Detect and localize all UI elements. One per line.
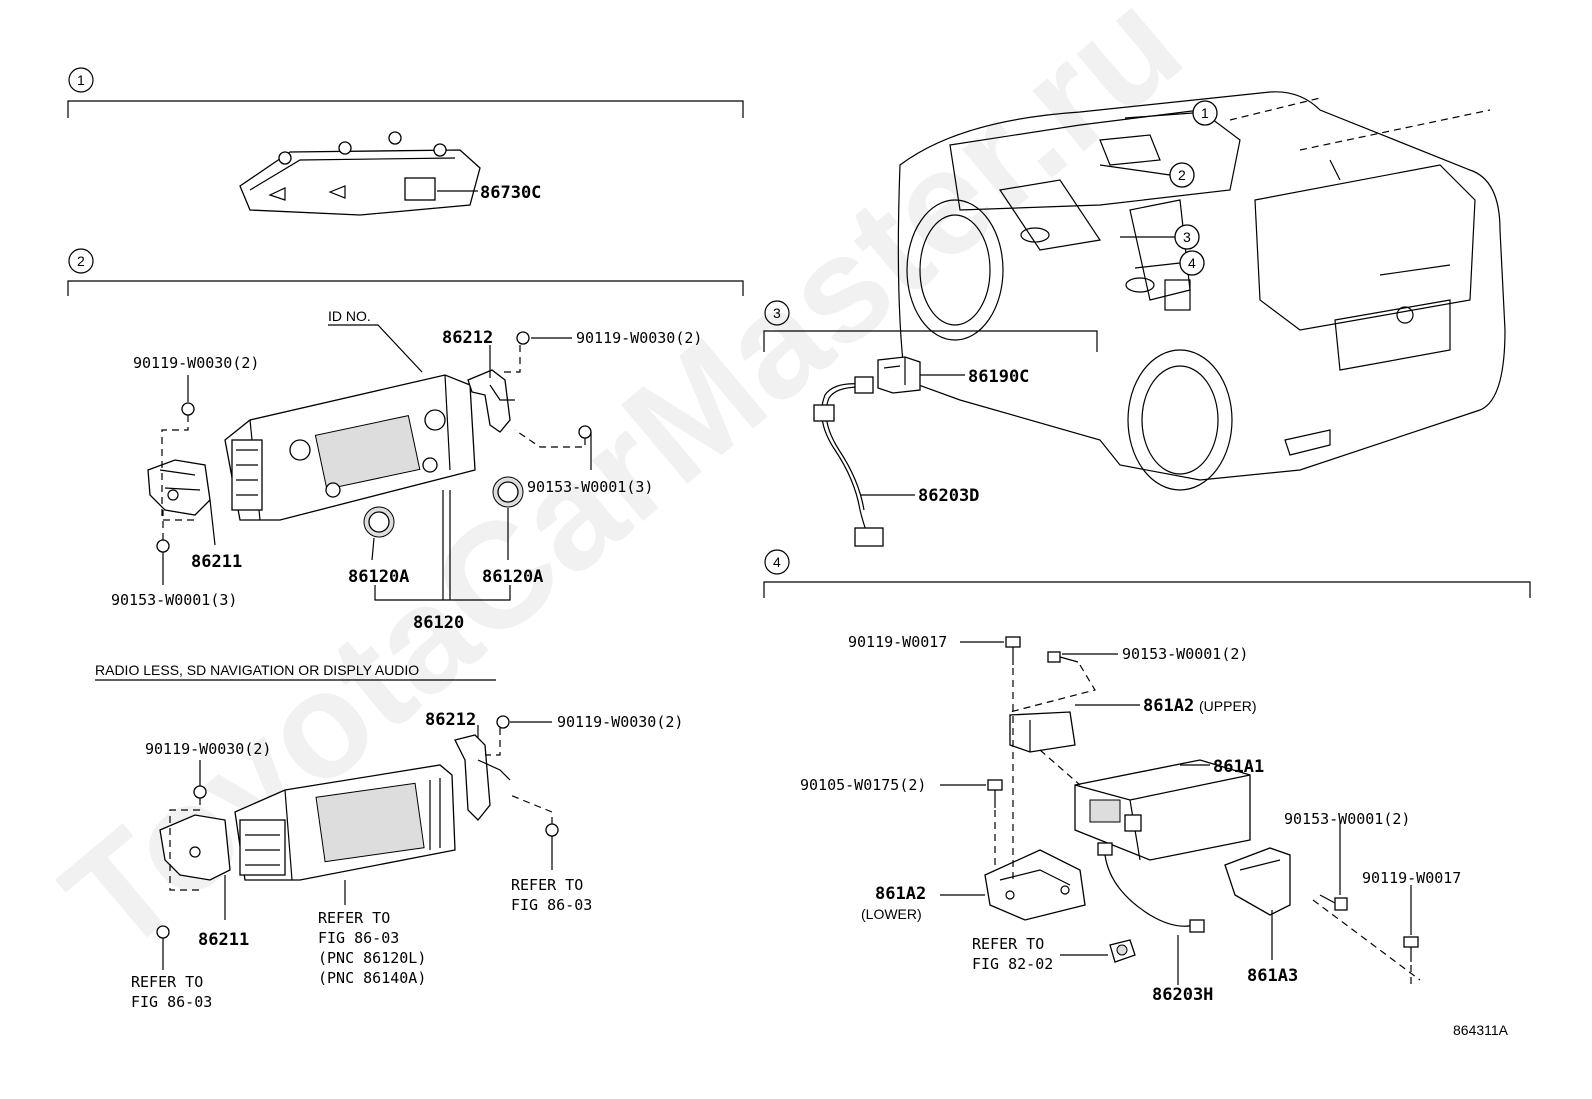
label-861A1: 861A1 <box>1213 757 1264 777</box>
figure-id: 864311A <box>1453 1022 1509 1038</box>
label-refer-2: FIG 82-02 <box>972 955 1053 973</box>
section-4-header: 4 <box>763 549 1531 598</box>
svg-text:3: 3 <box>1183 229 1191 245</box>
knob-left-icon <box>363 506 395 538</box>
variant-title: RADIO LESS, SD NAVIGATION OR DISPLY AUDI… <box>95 662 419 678</box>
label-86211: 86211 <box>191 552 242 572</box>
bracket-86211 <box>147 459 211 516</box>
label-86120A-left: 86120A <box>348 567 409 587</box>
label-lower-note: (LOWER) <box>861 906 922 922</box>
vehicle-callout-4: 4 <box>1134 250 1205 276</box>
upper-bracket-861A2 <box>1009 711 1076 753</box>
section-3-number: 3 <box>773 305 781 321</box>
label-86730C: 86730C <box>480 183 541 203</box>
label-nav-screw-left: 90119-W0030(2) <box>145 740 271 758</box>
label-861A3: 861A3 <box>1247 966 1298 986</box>
label-nav-refer-center-3: (PNC 86120L) <box>318 949 426 967</box>
label-nav-86211: 86211 <box>198 930 249 950</box>
wire-harness-86203H <box>1097 842 1205 933</box>
section-1-number: 1 <box>77 72 85 88</box>
svg-text:4: 4 <box>1188 255 1196 271</box>
section-1-header: 1 <box>67 67 744 118</box>
label-nav-refer-center-4: (PNC 86140A) <box>318 969 426 987</box>
vehicle-illustration <box>897 91 1506 491</box>
control-module-861A1 <box>1074 759 1251 861</box>
label-nut-right: 90153-W0001(2) <box>1284 810 1410 828</box>
label-bolt-mid: 90105-W0175(2) <box>800 776 926 794</box>
label-nav-refer-right-1: REFER TO <box>511 876 583 894</box>
section-2-header: 2 <box>67 248 744 296</box>
label-nav-refer-center-1: REFER TO <box>318 909 390 927</box>
bracket-86211-nav <box>159 814 231 881</box>
label-nut-right: 90153-W0001(3) <box>527 478 653 496</box>
label-nut-left: 90153-W0001(3) <box>111 591 237 609</box>
overhead-console-module <box>239 131 481 216</box>
label-nav-refer-left-1: REFER TO <box>131 973 203 991</box>
label-upper-note: (UPPER) <box>1199 698 1257 714</box>
section-4-number: 4 <box>773 554 781 570</box>
label-bolt-top: 90119-W0017 <box>848 633 947 651</box>
section-2-number: 2 <box>77 253 85 269</box>
audio-head-unit <box>224 374 476 521</box>
label-id-no: ID NO. <box>328 308 371 324</box>
bracket-86212 <box>467 369 515 433</box>
knob-right-icon <box>492 476 524 508</box>
label-nav-86212: 86212 <box>425 710 476 730</box>
vehicle-callout-2: 2 <box>1099 162 1195 188</box>
label-86190C: 86190C <box>968 367 1029 387</box>
label-nav-refer-left-2: FIG 86-03 <box>131 993 212 1011</box>
label-86120: 86120 <box>413 613 464 633</box>
label-nav-refer-right-2: FIG 86-03 <box>511 896 592 914</box>
label-86212: 86212 <box>442 328 493 348</box>
label-86203D: 86203D <box>918 486 979 506</box>
wire-harness-86203D <box>813 376 884 547</box>
label-nut-top: 90153-W0001(2) <box>1122 645 1248 663</box>
vehicle-callout-3: 3 <box>1120 224 1200 250</box>
label-86120A-right: 86120A <box>482 567 543 587</box>
side-bracket-861A3 <box>1224 847 1291 916</box>
label-861A2-lower: 861A2 <box>875 884 926 904</box>
navigation-unit <box>234 764 456 881</box>
svg-text:2: 2 <box>1178 167 1186 183</box>
bracket-86212-nav <box>454 734 511 821</box>
label-86203H: 86203H <box>1152 985 1213 1005</box>
lower-bracket-861A2 <box>984 849 1086 921</box>
svg-text:1: 1 <box>1201 105 1209 121</box>
label-nav-refer-center-2: FIG 86-03 <box>318 929 399 947</box>
label-861A2-upper: 861A2 <box>1143 696 1194 716</box>
label-bolt-right: 90119-W0017 <box>1362 869 1461 887</box>
label-screw-top-right: 90119-W0030(2) <box>576 329 702 347</box>
bolt-icon <box>987 636 1419 962</box>
label-screw-top-left: 90119-W0030(2) <box>133 354 259 372</box>
vehicle-callout-1: 1 <box>1124 100 1218 126</box>
usb-port-86190C <box>877 356 921 394</box>
label-nav-screw-right: 90119-W0030(2) <box>557 713 683 731</box>
connector-icon <box>1109 939 1136 963</box>
label-refer-1: REFER TO <box>972 935 1044 953</box>
